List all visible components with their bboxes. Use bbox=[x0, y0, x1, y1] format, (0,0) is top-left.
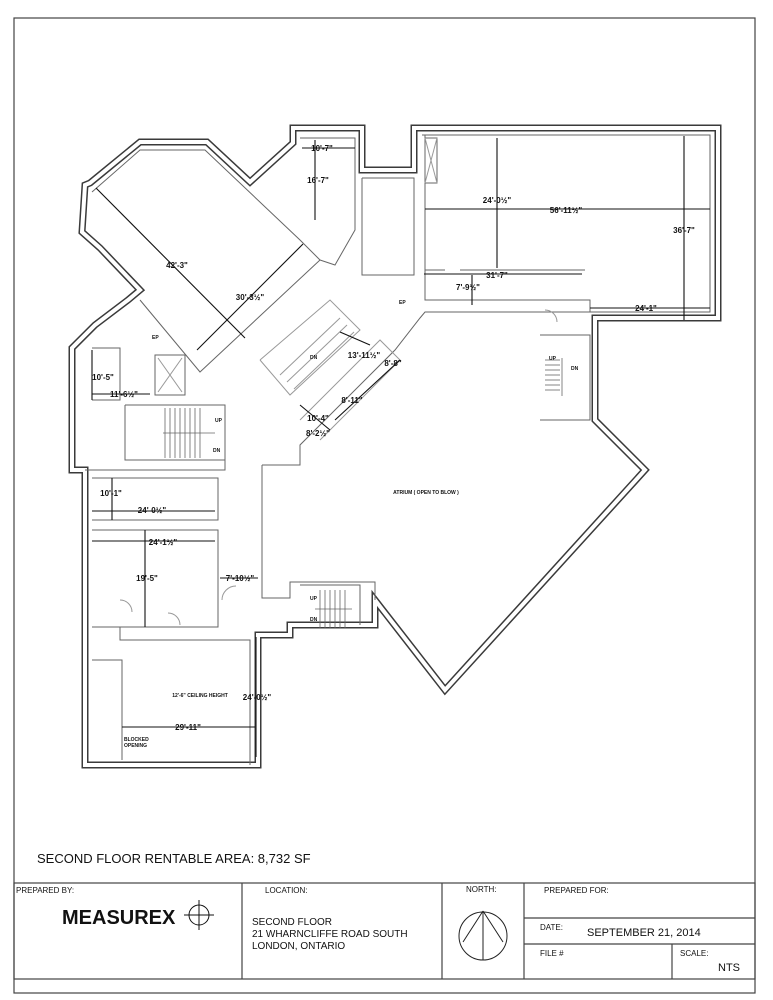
dim-label: 13'-11½" bbox=[348, 351, 381, 360]
interior-walls bbox=[85, 134, 711, 765]
location-line: LONDON, ONTARIO bbox=[252, 941, 345, 952]
stair-dn-label: DN bbox=[310, 617, 318, 623]
dim-label: 31'-7" bbox=[486, 271, 508, 280]
measurex-logo: MEASUREX bbox=[62, 900, 214, 930]
stair-up-label: UP bbox=[549, 356, 557, 362]
stairs bbox=[163, 358, 563, 628]
prepared-by-label: PREPARED BY: bbox=[16, 886, 74, 895]
stair-right bbox=[545, 358, 563, 396]
dim-label: 16'-7" bbox=[307, 176, 329, 185]
dim-label: 10'-5" bbox=[92, 373, 114, 382]
dim-label: 8'-8" bbox=[384, 359, 401, 368]
dim-label: 42'-3" bbox=[166, 261, 188, 270]
dim-label: 56'-11½" bbox=[550, 206, 583, 215]
title-block: PREPARED BY: MEASUREX LOCATION: SECOND F… bbox=[13, 882, 756, 980]
rentable-area-label: SECOND FLOOR RENTABLE AREA: 8,732 SF bbox=[37, 851, 311, 866]
dim-label: 10'-1" bbox=[100, 489, 122, 498]
dim-label: 19'-5" bbox=[136, 574, 158, 583]
stair-dn-label: DN bbox=[213, 448, 221, 454]
location-line: SECOND FLOOR bbox=[252, 917, 332, 928]
dim-label: 8'-11" bbox=[341, 396, 362, 405]
stair-dn-label: DN bbox=[310, 355, 318, 361]
dim-label: 24'-1½" bbox=[149, 538, 178, 547]
date-label: DATE: bbox=[540, 923, 563, 932]
atrium-label: ATRIUM ( OPEN TO BLOW ) bbox=[393, 490, 459, 496]
dim-label: 11'-6½" bbox=[110, 390, 138, 399]
dim-label: 24'-1" bbox=[635, 304, 657, 313]
dim-label: 24'-0½" bbox=[138, 506, 167, 515]
file-label: FILE # bbox=[540, 949, 564, 958]
scale-label: SCALE: bbox=[680, 949, 708, 958]
ceiling-height-label: 12'-6" CEILING HEIGHT bbox=[172, 693, 228, 699]
dim-label: 24'-0½" bbox=[243, 693, 272, 702]
dim-label: 8'-2½" bbox=[306, 429, 330, 438]
dim-label: 10'-4" bbox=[307, 414, 329, 423]
dimension-lines bbox=[91, 136, 710, 757]
stair-up-label: UP bbox=[310, 596, 318, 602]
annotations: ATRIUM ( OPEN TO BLOW ) 12'-6" CEILING H… bbox=[124, 300, 579, 749]
blocked-opening-label: OPENING bbox=[124, 743, 147, 749]
dim-label: 30'-3½" bbox=[236, 293, 265, 302]
dim-label: 7'-10½" bbox=[226, 574, 255, 583]
location-line: 21 WHARNCLIFFE ROAD SOUTH bbox=[252, 929, 408, 940]
stair-left bbox=[163, 408, 215, 458]
building-outline bbox=[68, 124, 722, 769]
scale-value: NTS bbox=[718, 962, 740, 974]
stair-dn-label: DN bbox=[571, 366, 579, 372]
logo-text: MEASUREX bbox=[62, 907, 176, 929]
dim-label: 10'-7" bbox=[311, 144, 333, 153]
stair-lower bbox=[315, 590, 352, 628]
sheet-border bbox=[13, 17, 756, 994]
dim-label: 7'-9½" bbox=[456, 283, 480, 292]
dimension-labels: 10'-7" 16'-7" 42'-3" 30'-3½" 24'-0½" 56'… bbox=[92, 144, 695, 732]
date-value: SEPTEMBER 21, 2014 bbox=[587, 927, 701, 939]
stair-up-label: UP bbox=[215, 418, 223, 424]
ep-label: EP bbox=[152, 335, 159, 341]
north-arrow-icon bbox=[458, 910, 508, 961]
dim-label: 36'-7" bbox=[673, 226, 695, 235]
ep-label: EP bbox=[399, 300, 406, 306]
dim-label: 29'-11" bbox=[175, 723, 201, 732]
dim-label: 24'-0½" bbox=[483, 196, 512, 205]
blocked-opening-label: BLOCKED bbox=[124, 737, 149, 743]
north-label: NORTH: bbox=[466, 885, 497, 894]
location-label: LOCATION: bbox=[265, 886, 308, 895]
prepared-for-label: PREPARED FOR: bbox=[544, 886, 609, 895]
